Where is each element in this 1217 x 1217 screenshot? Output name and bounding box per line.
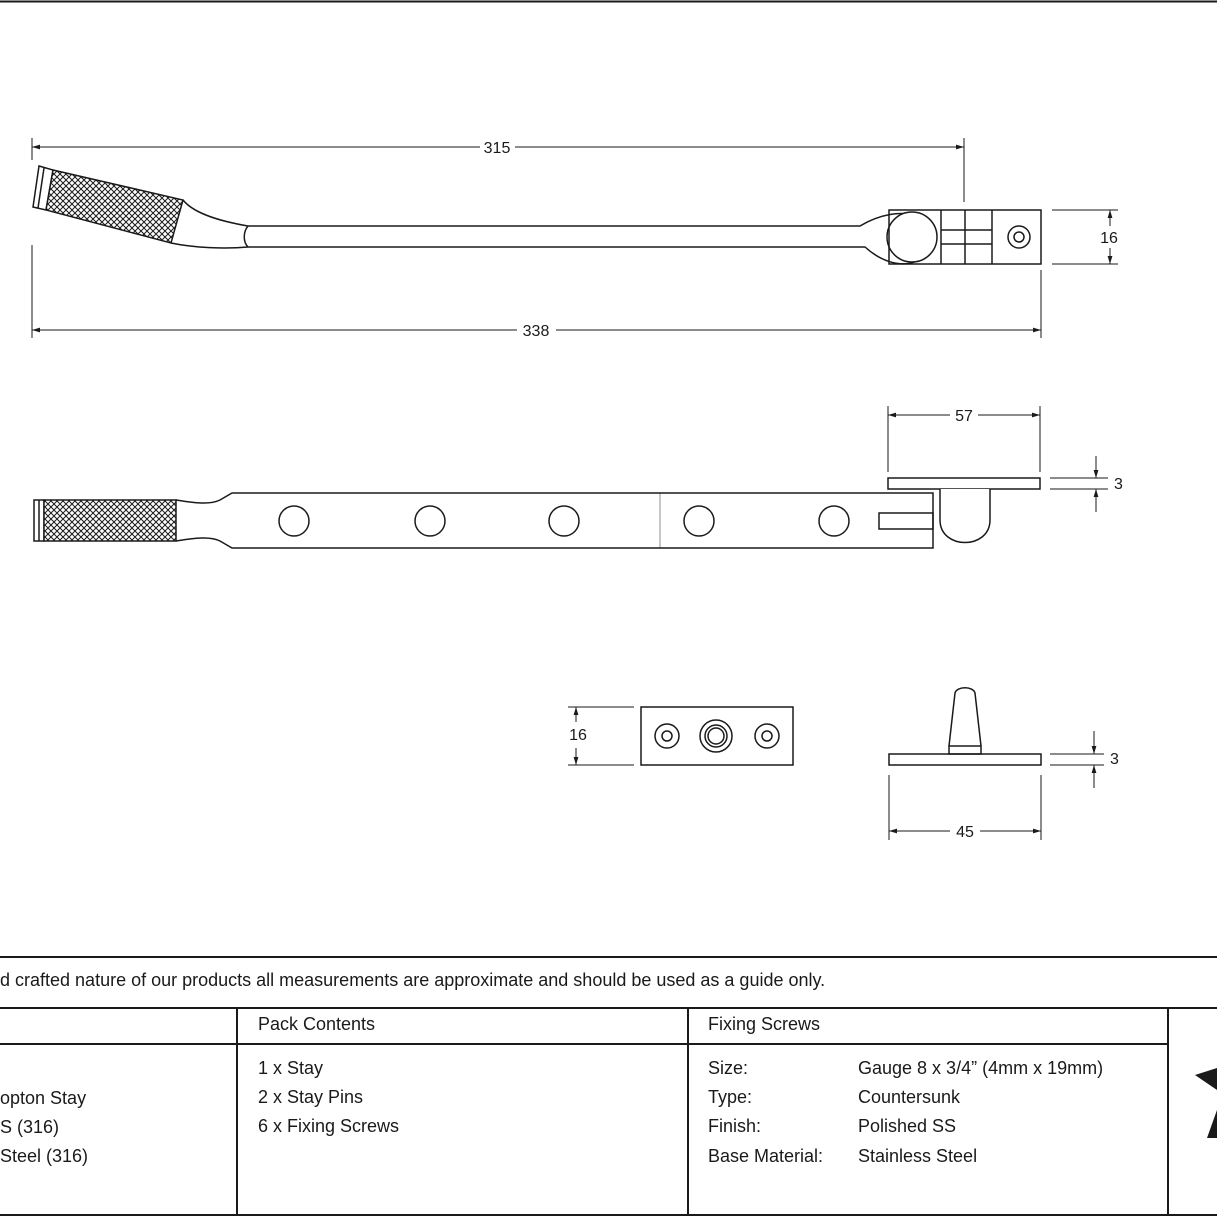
screw-value-finish: Polished SS bbox=[858, 1116, 957, 1136]
col1-line-2: S (316) bbox=[0, 1117, 60, 1137]
col1-line-3: Steel (316) bbox=[0, 1146, 89, 1166]
screw-value-material: Stainless Steel bbox=[858, 1146, 978, 1166]
dimensions-view-1 bbox=[31, 138, 1118, 338]
screw-label-finish: Finish: bbox=[708, 1116, 762, 1136]
dimensions-view-4 bbox=[888, 731, 1104, 840]
pack-item: 1 x Stay bbox=[258, 1058, 324, 1078]
dimensions-view-3 bbox=[568, 706, 634, 766]
dim-3-base: 3 bbox=[1110, 751, 1119, 768]
pack-contents-header: Pack Contents bbox=[258, 1014, 376, 1034]
stay-top-view bbox=[32, 165, 1042, 265]
hole-3 bbox=[548, 505, 580, 537]
hole-1 bbox=[278, 505, 310, 537]
dimensions-view-2 bbox=[887, 406, 1108, 512]
dim-16-bracket: 16 bbox=[1100, 230, 1118, 247]
fixing-screws-header: Fixing Screws bbox=[708, 1014, 821, 1034]
screw-value-type: Countersunk bbox=[858, 1087, 961, 1107]
pin-side-view bbox=[888, 687, 1042, 766]
knurled-grip bbox=[45, 169, 184, 244]
dim-16-plate: 16 bbox=[569, 727, 587, 744]
dim-45: 45 bbox=[956, 824, 974, 841]
pack-item: 6 x Fixing Screws bbox=[258, 1116, 400, 1136]
hole-5 bbox=[818, 505, 850, 537]
screw-value-size: Gauge 8 x 3/4” (4mm x 19mm) bbox=[858, 1058, 1104, 1078]
disclaimer-text: d crafted nature of our products all mea… bbox=[0, 970, 826, 990]
logo-mark-lower bbox=[1207, 1110, 1217, 1138]
screw-label-size: Size: bbox=[708, 1058, 749, 1078]
pin-plate-front-view bbox=[640, 706, 794, 766]
logo-mark bbox=[1195, 1068, 1217, 1090]
hole-2 bbox=[414, 505, 446, 537]
stay-side-view bbox=[33, 477, 1041, 549]
screw-label-type: Type: bbox=[708, 1087, 753, 1107]
dim-338: 338 bbox=[523, 323, 550, 340]
hole-4 bbox=[683, 505, 715, 537]
dim-3-pin-plate: 3 bbox=[1114, 476, 1123, 493]
dim-57: 57 bbox=[955, 408, 973, 425]
screw-label-material: Base Material: bbox=[708, 1146, 824, 1166]
dim-315: 315 bbox=[484, 140, 511, 157]
knurled-grip-side bbox=[43, 499, 177, 542]
pack-item: 2 x Stay Pins bbox=[258, 1087, 364, 1107]
col1-line-1: opton Stay bbox=[0, 1088, 87, 1108]
